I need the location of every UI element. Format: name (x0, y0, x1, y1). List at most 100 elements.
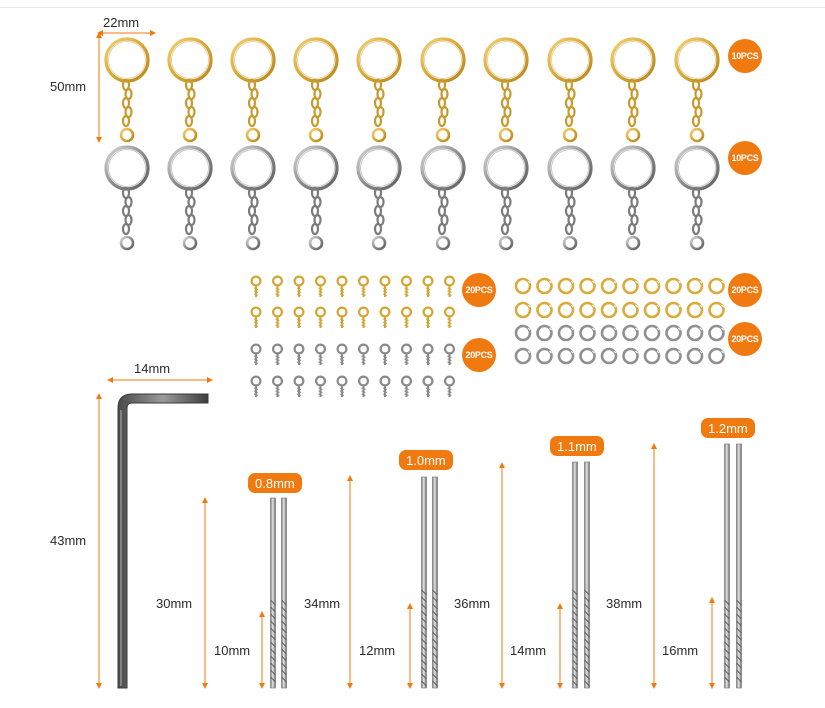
drill-bit-flute (584, 680, 590, 687)
chain-link (247, 114, 257, 128)
hex-key-body (117, 393, 209, 689)
chain-link (691, 114, 701, 128)
jump-ring (625, 127, 641, 143)
drill-bit-flute (572, 603, 578, 610)
chain-link (564, 114, 574, 128)
jump-ring-circle (708, 347, 725, 365)
eye-pin-thread (318, 293, 323, 296)
eye-pin-loop (379, 275, 391, 287)
silver-eye-pin (422, 343, 434, 365)
gold-keyring (547, 37, 593, 143)
jump-ring-gap (570, 304, 574, 308)
silver-jump-ring (600, 347, 618, 365)
eye-pin-loop (336, 375, 348, 387)
drill-bit-flute (421, 624, 427, 631)
gold-eye-pin (422, 306, 434, 328)
silver-keyring (230, 145, 276, 251)
drill-bit-flute (724, 627, 730, 634)
eye-pin-thread (382, 290, 388, 293)
eye-pin-thread (382, 393, 388, 396)
eye-pin-thread (447, 321, 452, 324)
drill-bit-flute (281, 669, 287, 676)
jump-ring-gap (678, 350, 681, 354)
drill-bit (724, 443, 730, 689)
keyring-loop-inner (614, 149, 652, 187)
gold-eye-pin (272, 306, 284, 328)
drill-bit-flute (572, 666, 578, 673)
chain-link (247, 222, 257, 236)
gold-eye-pin (422, 275, 434, 297)
eye-pin-loop (444, 375, 456, 387)
silver-eye-pin (444, 375, 456, 397)
chain-link (373, 114, 383, 128)
gold-eye-pin (379, 275, 391, 297)
keyring-loop-inner (360, 149, 398, 187)
chain-link (564, 222, 574, 236)
keyring-width-label: 22mm (103, 15, 140, 30)
drill-bit-flute (724, 662, 730, 669)
gold-jump-ring (536, 301, 553, 319)
gold-keyring (610, 37, 656, 143)
drill-bit-flute (421, 645, 427, 652)
drill-bit-flute (724, 620, 730, 627)
jump-ring-circle (557, 347, 575, 365)
silver-jump-ring (686, 324, 704, 342)
gold-eye-pin (401, 275, 413, 297)
gold-jump-ring (643, 301, 661, 319)
silver-jump-ring (536, 347, 553, 365)
eye-pin-thread (404, 324, 409, 327)
jump-ring (371, 235, 387, 251)
silver-jump-ring (643, 347, 661, 365)
drill-bit (584, 461, 590, 689)
gold-jump-ring (579, 301, 596, 319)
eye-pin-thread (382, 321, 388, 324)
gold-jump-ring (708, 277, 725, 295)
jump-ring (689, 235, 705, 251)
drill-bit-shank (736, 443, 742, 689)
eye-pin-loop (422, 343, 434, 355)
silver-keyring-count-badge: 10PCS (728, 141, 762, 175)
silver-jump-ring (622, 324, 639, 342)
silver-keyring (356, 145, 402, 251)
drill-bit-flute (432, 589, 438, 596)
eye-pin-loop (293, 275, 305, 287)
eye-pin-thread (318, 355, 323, 358)
eye-pin-thread (404, 387, 409, 390)
jump-ring-gap (527, 304, 531, 308)
keyring-loop (104, 145, 150, 191)
drill-bit-flute (584, 638, 590, 645)
eye-pin-thread (425, 293, 431, 296)
jump-ring (498, 235, 514, 251)
keyring-loop-inner (678, 41, 716, 79)
eye-pin-loop (336, 343, 348, 355)
drill-bit-flute (724, 655, 730, 662)
drill-bit-flute (281, 613, 287, 620)
jump-ring-gap (678, 280, 681, 284)
silver-eye-pin (401, 343, 413, 365)
jump-ring (562, 127, 578, 143)
eye-pin-thread (275, 393, 280, 396)
eye-pin-loop (358, 275, 370, 287)
gold-jump-ring-count-badge: 20PCS (728, 273, 762, 307)
jump-ring-circle (665, 324, 682, 342)
eye-pin-loop (315, 275, 327, 287)
chain-link (373, 222, 383, 236)
jump-ring-circle (708, 301, 725, 319)
gold-eye-pin (250, 306, 262, 328)
drill-bit-flute (724, 613, 730, 620)
eye-pin-thread (339, 293, 345, 296)
keyring-loop-inner (614, 41, 652, 79)
jump-ring (562, 235, 578, 251)
silver-jump-ring (557, 347, 575, 365)
eye-pin-thread (404, 355, 409, 358)
drill-bit-flute (270, 676, 276, 683)
eye-pin-thread (382, 318, 388, 321)
drill-bit-flute (724, 599, 730, 606)
eye-pin-thread (425, 358, 431, 361)
jump-ring-gap (592, 280, 595, 284)
drill-bit-flute (281, 620, 287, 627)
drill-bit-length-label: 36mm (454, 596, 491, 611)
eye-pin-thread (339, 318, 345, 321)
eye-pin-thread (425, 361, 431, 364)
